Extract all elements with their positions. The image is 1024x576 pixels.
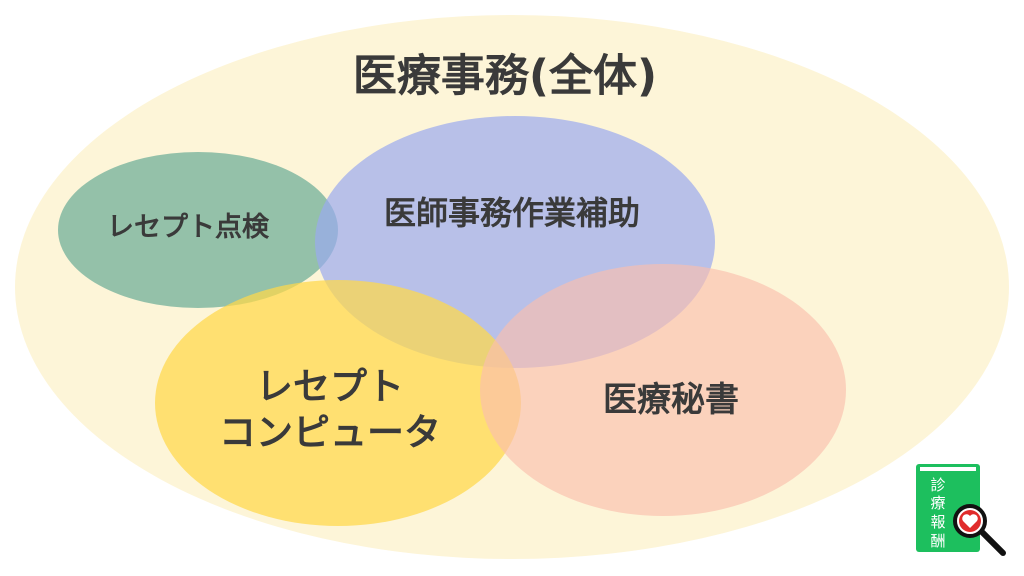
label-medical-secretary: 医療秘書 (603, 379, 739, 420)
set-receipt-check (58, 152, 338, 308)
svg-text:診: 診 (930, 476, 945, 494)
logo: 診 療 報 酬 (916, 464, 1006, 556)
set-receipt-computer (155, 280, 521, 526)
label-doctor-assist: 医師事務作業補助 (383, 194, 641, 232)
label-receipt-check: レセプト点検 (107, 212, 269, 244)
svg-text:報: 報 (930, 513, 945, 531)
svg-text:療: 療 (930, 494, 945, 512)
diagram-title: 医療事務(全体) (352, 50, 658, 102)
set-medical-secretary (480, 264, 846, 516)
svg-text:酬: 酬 (930, 532, 945, 550)
label-line1: レセプト (256, 364, 404, 408)
label-receipt-computer: レセプト コンピュータ (219, 364, 441, 457)
label-line2: コンピュータ (219, 411, 441, 454)
